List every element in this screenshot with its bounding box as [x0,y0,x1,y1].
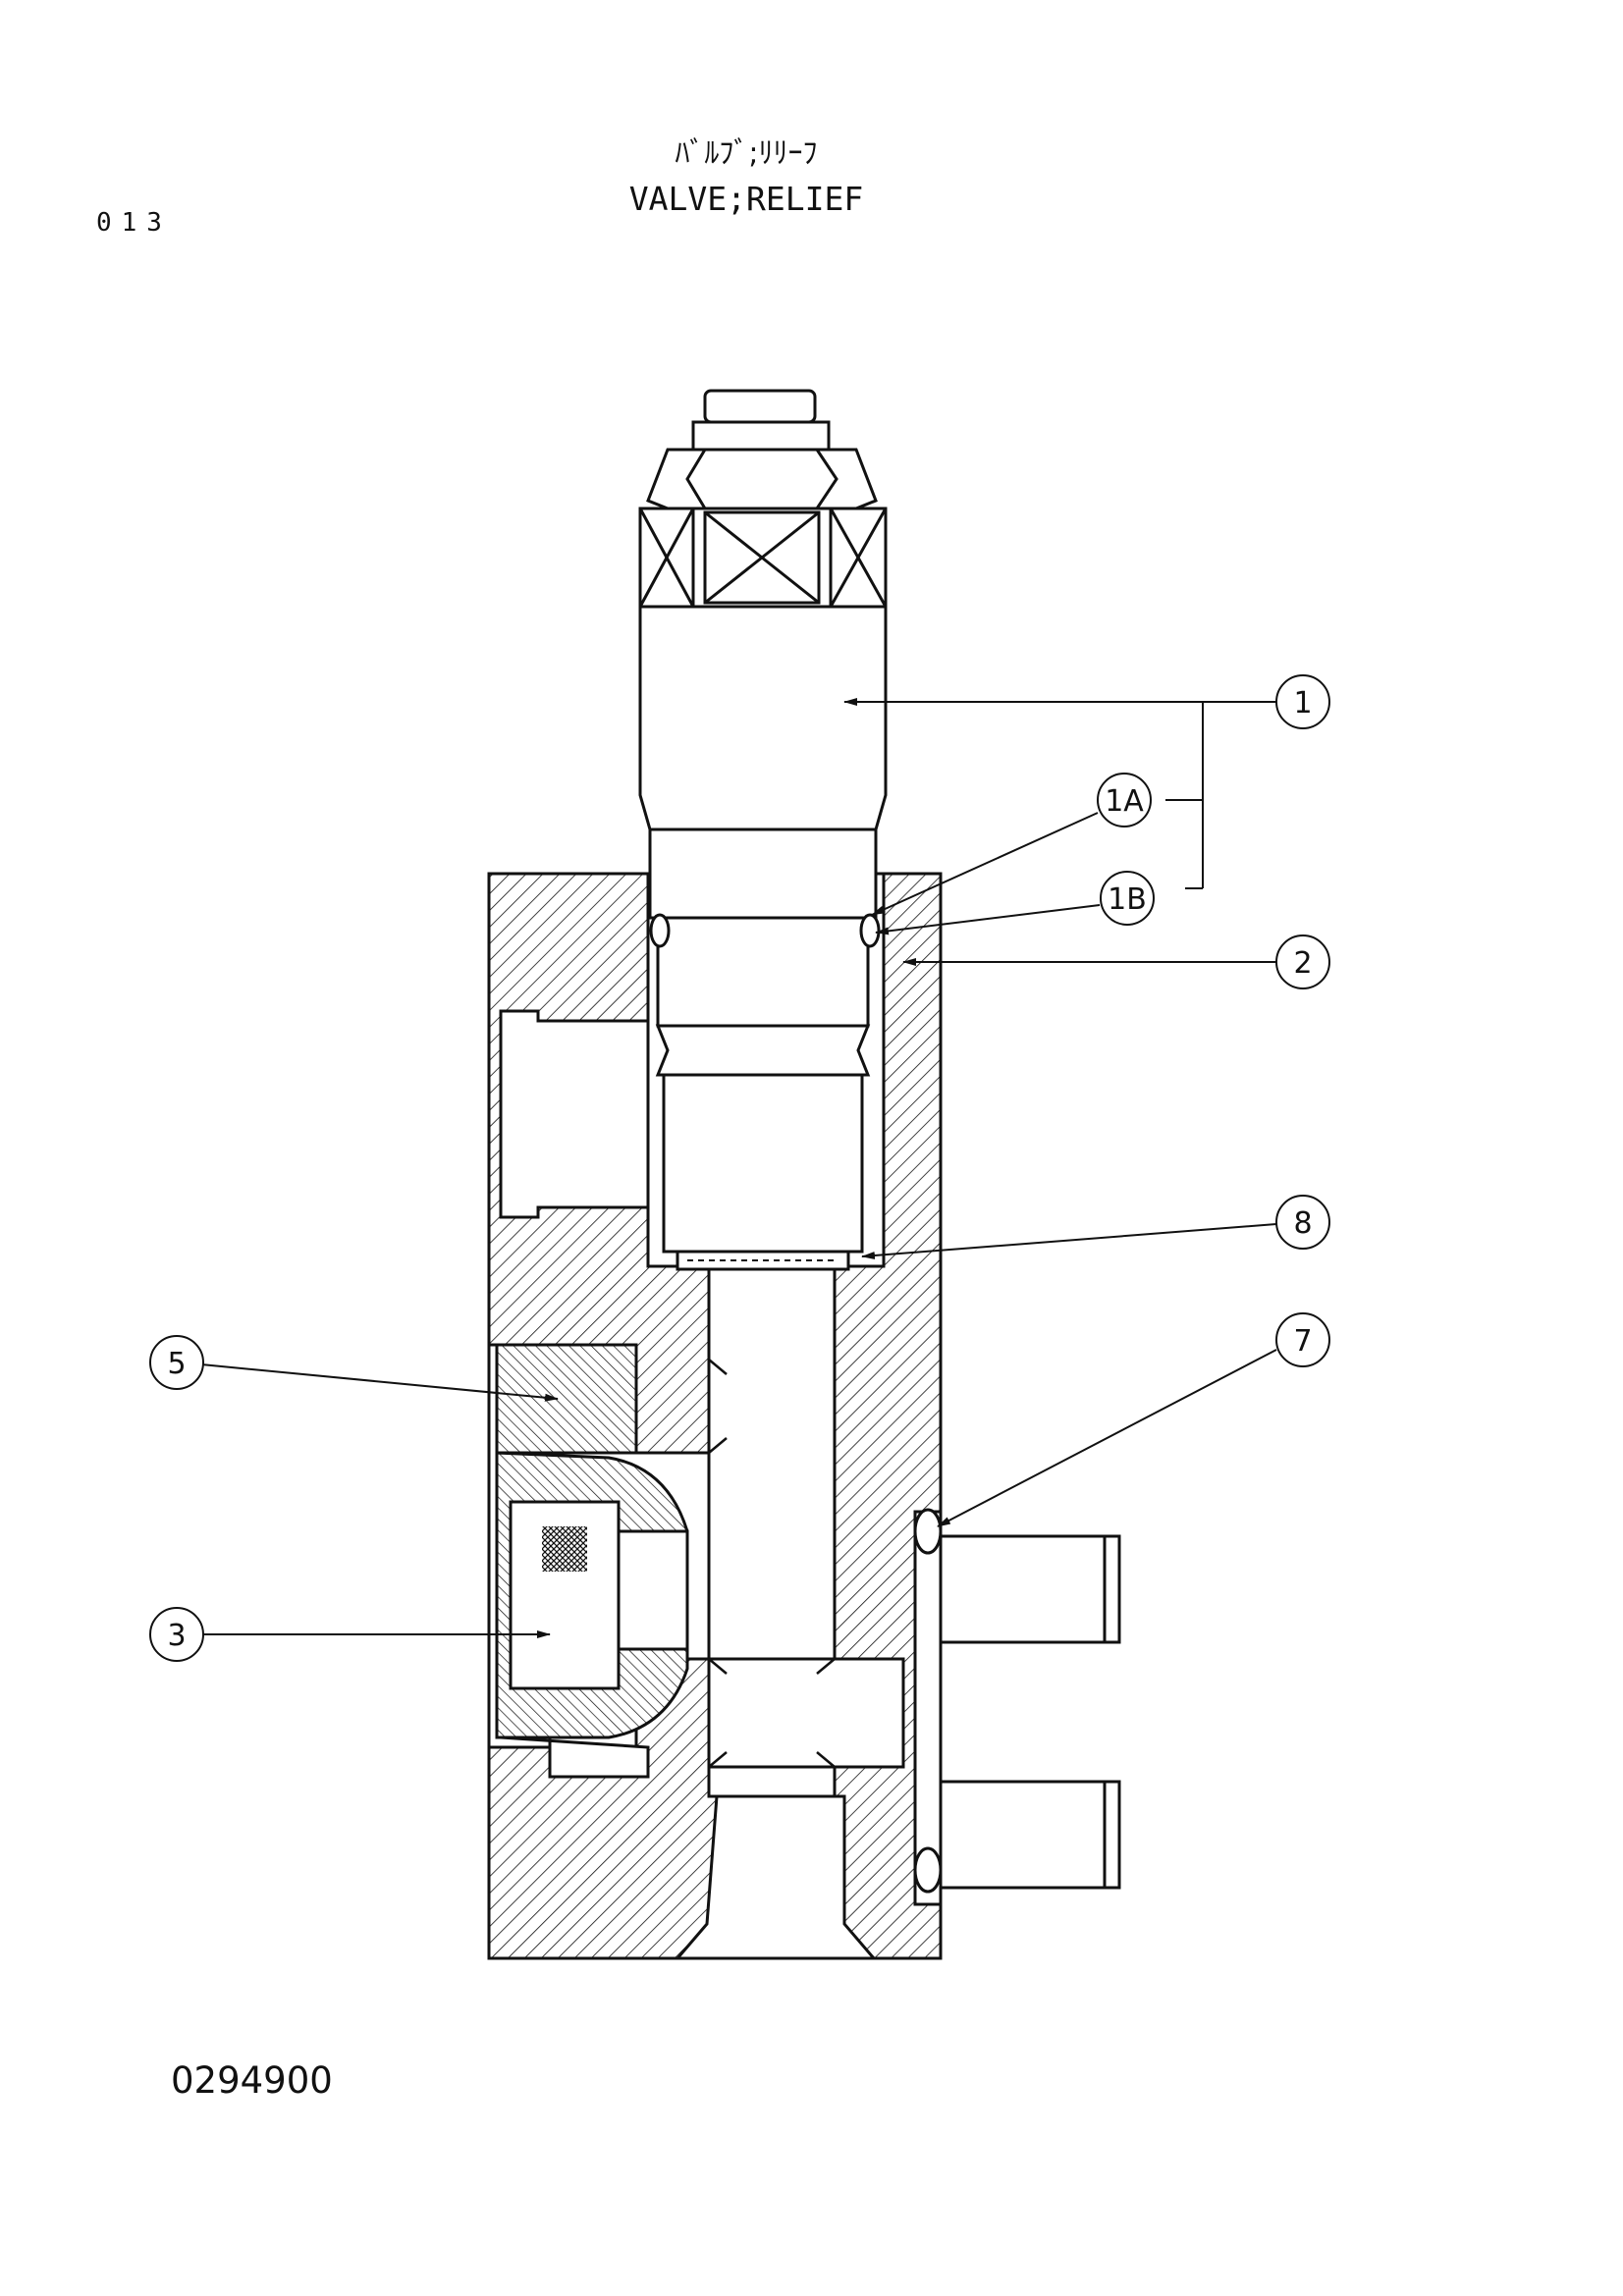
callout-7: 7 [1275,1312,1330,1367]
svg-text:5: 5 [167,1347,186,1381]
oring-1a-left [649,913,671,948]
stud-bolts [939,1534,1121,1890]
callout-3: 3 [149,1607,204,1662]
leader-lines [200,698,1277,1638]
svg-text:7: 7 [1293,1324,1312,1359]
strainer-part-3 [509,1500,689,1690]
plug-part-5 [495,1343,638,1455]
svg-text:1A: 1A [1105,784,1144,819]
oring-1a-right [859,913,881,948]
callout-1a: 1A [1097,773,1152,828]
passage-corner-marks [708,1359,836,1768]
callout-1b: 1B [1100,871,1155,926]
svg-text:1: 1 [1293,686,1312,721]
svg-text:2: 2 [1293,946,1312,981]
callout-1: 1 [1275,674,1330,729]
left-upper-port [499,1009,650,1219]
svg-text:8: 8 [1293,1206,1312,1241]
callout-2: 2 [1275,934,1330,989]
callout-8: 8 [1275,1195,1330,1250]
callout-5: 5 [149,1335,204,1390]
right-oring-groove [913,1510,943,1906]
drawing-number: 0294900 [171,2059,333,2102]
title-block: ﾊﾞﾙﾌﾞ;ﾘﾘｰﾌ VALVE;RELIEF [550,133,943,223]
title-english: VALVE;RELIEF [628,180,864,218]
title-japanese: ﾊﾞﾙﾌﾞ;ﾘﾘｰﾌ [675,136,818,171]
oring-part-7 [913,1508,943,1894]
svg-text:3: 3 [167,1619,186,1653]
page-number: 013 [96,208,172,238]
relief-cartridge-part-1 [638,389,888,1271]
cross-passage [707,1657,905,1769]
svg-text:1B: 1B [1108,882,1147,917]
